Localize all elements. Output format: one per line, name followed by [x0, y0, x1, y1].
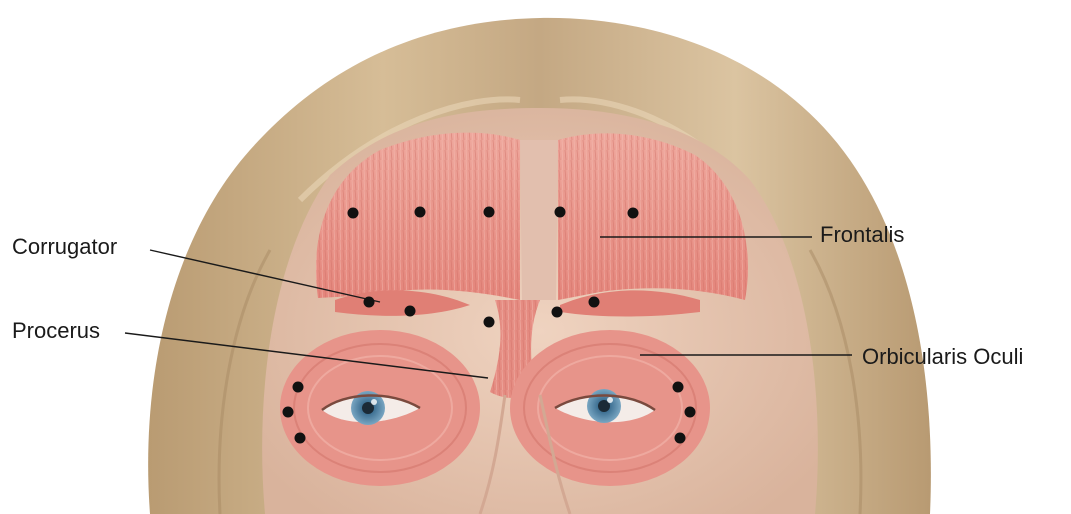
injection-point	[675, 433, 686, 444]
injection-point	[364, 297, 375, 308]
injection-point	[685, 407, 696, 418]
injection-point	[589, 297, 600, 308]
injection-point	[415, 207, 426, 218]
injection-point	[555, 207, 566, 218]
injection-point	[484, 317, 495, 328]
injection-point	[484, 207, 495, 218]
injection-point	[348, 208, 359, 219]
corrugator-label: Corrugator	[12, 236, 117, 258]
frontalis-label: Frontalis	[820, 224, 904, 246]
injection-point	[405, 306, 416, 317]
procerus-label: Procerus	[12, 320, 100, 342]
injection-point	[283, 407, 294, 418]
injection-point	[293, 382, 304, 393]
injection-point	[628, 208, 639, 219]
orbicularis-oculi-label: Orbicularis Oculi	[862, 346, 1023, 368]
injection-point	[552, 307, 563, 318]
injection-point	[673, 382, 684, 393]
injection-point	[295, 433, 306, 444]
